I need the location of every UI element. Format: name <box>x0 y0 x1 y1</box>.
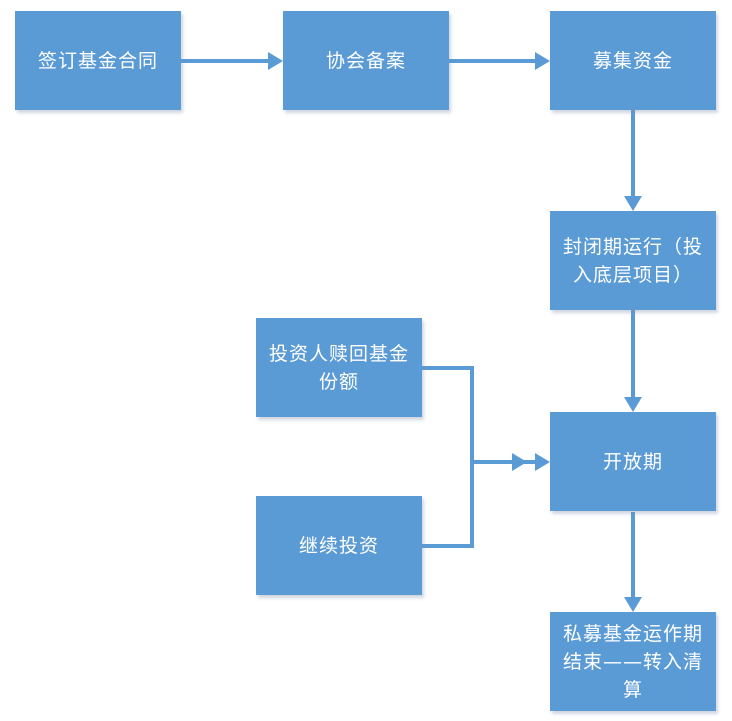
node-label: 募集资金 <box>592 49 673 72</box>
edge-continue-invest-to-open-period <box>422 462 474 548</box>
edge-investor-redeem-to-open-period <box>422 366 474 462</box>
node-label: 协会备案 <box>325 49 406 72</box>
node-raise-funds: 募集资金 <box>550 11 716 110</box>
arrowhead <box>535 52 550 70</box>
arrowhead <box>268 52 283 70</box>
node-label: 继续投资 <box>298 534 379 557</box>
node-label: 签订基金合同 <box>37 49 158 72</box>
node-fund-end: 私募基金运作期结束——转入清算 <box>550 612 716 711</box>
node-association-filing: 协会备案 <box>283 11 449 110</box>
edge-open-period-to-fund-end <box>624 512 642 612</box>
node-continue-invest: 继续投资 <box>256 496 422 595</box>
edge-raise-funds-to-closed-period <box>624 110 642 211</box>
node-closed-period: 封闭期运行（投入底层项目） <box>550 211 716 310</box>
node-sign-contract: 签订基金合同 <box>15 11 181 110</box>
edge-sign-contract-to-association-filing <box>181 52 283 70</box>
node-label: 开放期 <box>602 450 663 473</box>
arrowhead <box>624 597 642 612</box>
node-open-period: 开放期 <box>550 412 716 511</box>
node-label: 投资人赎回基金份额 <box>268 342 409 393</box>
edge-association-filing-to-raise-funds <box>449 52 550 70</box>
arrowhead <box>624 196 642 211</box>
node-label: 封闭期运行（投入底层项目） <box>562 235 703 286</box>
edge-closed-period-to-open-period <box>624 310 642 412</box>
edge-merge-to-open-period <box>472 453 550 471</box>
arrowhead <box>512 453 527 471</box>
arrowhead <box>624 397 642 412</box>
arrowhead <box>535 453 550 471</box>
node-investor-redeem: 投资人赎回基金份额 <box>256 318 422 417</box>
node-label: 私募基金运作期结束——转入清算 <box>562 622 703 701</box>
